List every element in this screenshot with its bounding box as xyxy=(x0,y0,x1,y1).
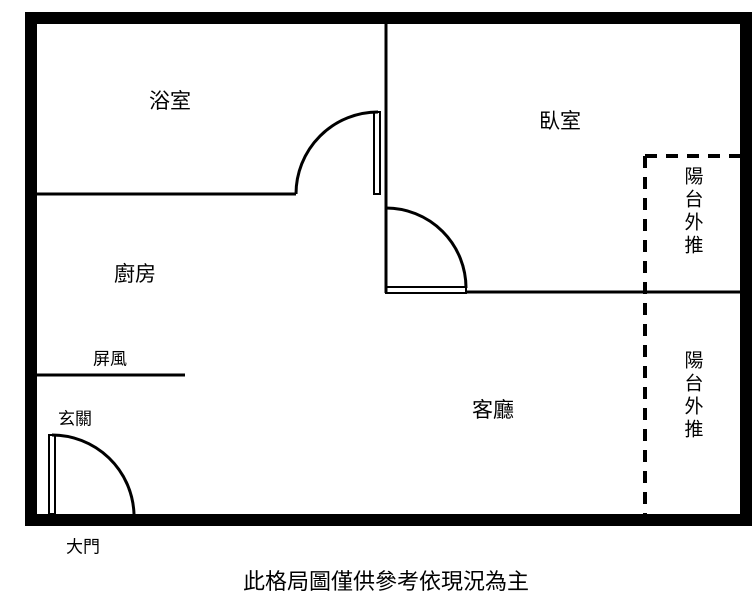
disclaimer-caption: 此格局圖僅供參考依現況為主 xyxy=(242,570,530,595)
label-balcony-upper: 陽台外推 xyxy=(681,166,704,258)
room-label-living-room: 客廳 xyxy=(472,398,514,422)
main-door[interactable] xyxy=(48,433,136,515)
bedroom-door[interactable] xyxy=(385,206,468,294)
label-screen: 屏風 xyxy=(93,349,127,370)
label-main-door: 大門 xyxy=(66,537,100,558)
room-label-bedroom: 臥室 xyxy=(539,109,581,133)
label-balcony-lower: 陽台外推 xyxy=(681,350,704,442)
room-label-kitchen: 廚房 xyxy=(114,262,156,286)
balcony-dashed-line xyxy=(643,154,740,514)
label-entrance: 玄關 xyxy=(58,409,92,430)
room-label-bathroom: 浴室 xyxy=(149,89,191,113)
bathroom-door[interactable] xyxy=(294,110,381,195)
outer-wall xyxy=(25,12,752,526)
